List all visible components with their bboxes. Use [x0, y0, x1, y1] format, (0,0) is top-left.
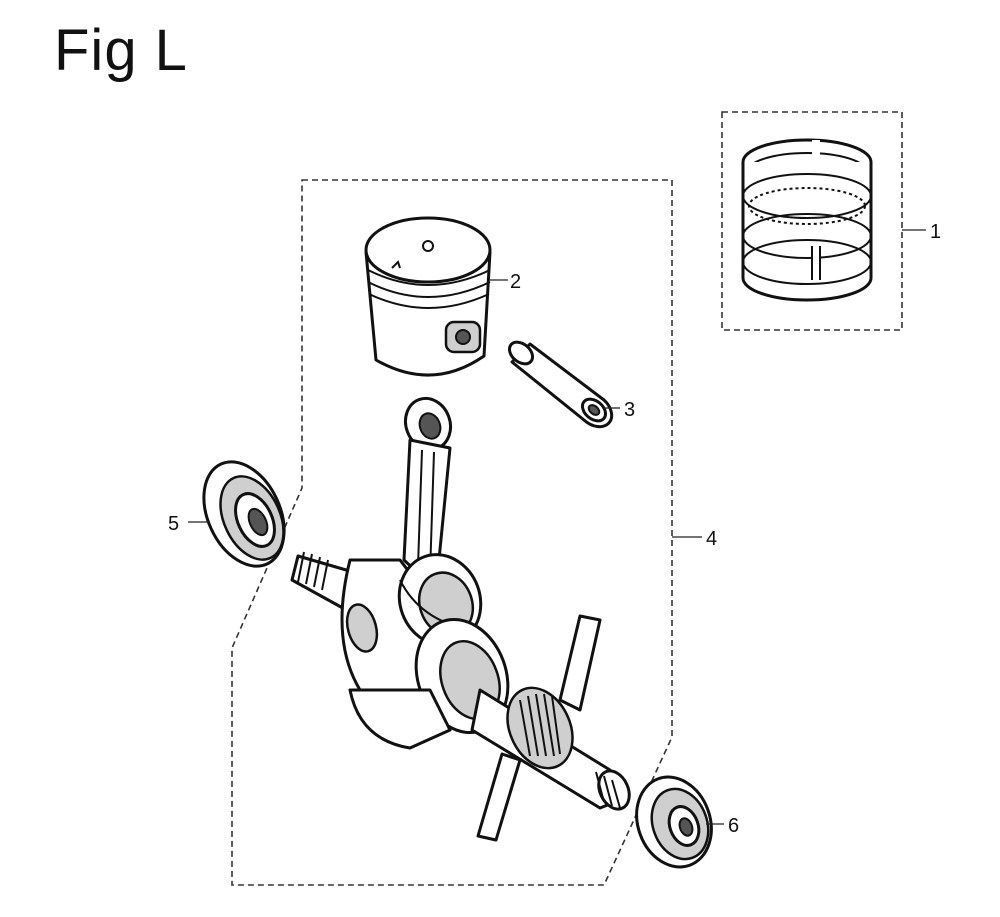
callout-2: 2 [510, 271, 521, 293]
crankshaft-with-connecting-rod [290, 396, 631, 842]
figure-title: Fig L [54, 18, 188, 83]
piston-pin [507, 340, 614, 429]
piston-rings [741, 138, 873, 302]
callout-1: 1 [930, 221, 941, 243]
callout-3: 3 [624, 399, 635, 421]
piston [364, 216, 492, 377]
crankshaft-assembly-group-box [231, 179, 673, 886]
piston-ring-group-box [721, 111, 903, 331]
callout-5: 5 [168, 513, 179, 535]
callout-6: 6 [728, 815, 739, 837]
left-bearing [202, 460, 286, 568]
callout-4: 4 [706, 528, 717, 550]
right-bearing [635, 775, 713, 869]
